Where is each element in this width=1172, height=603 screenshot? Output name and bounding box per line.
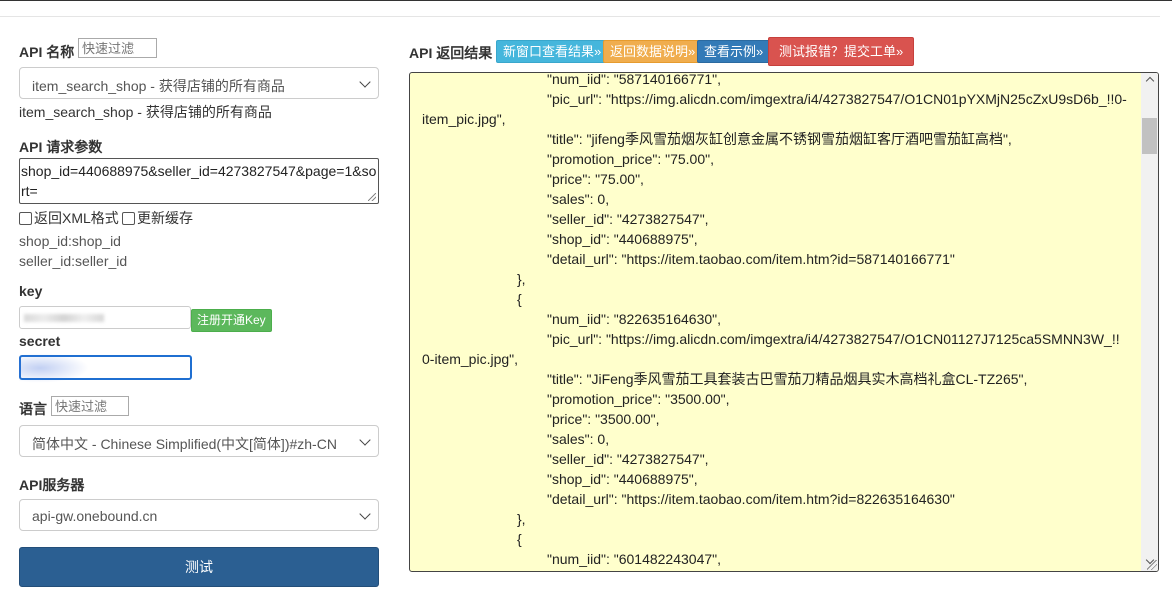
server-selected: api-gw.onebound.cn (32, 508, 158, 524)
chevron-down-icon (359, 434, 371, 446)
key-label: key (19, 283, 43, 299)
result-content: "num_iid": "587140166771", "pic_url": "ht… (422, 72, 1137, 569)
result-line: "sales": 0, (547, 431, 610, 447)
request-params-textarea[interactable]: shop_id=440688975&seller_id=4273827547&p… (19, 158, 379, 204)
scrollbar-thumb[interactable] (1142, 118, 1157, 154)
result-line: { (517, 531, 522, 547)
result-line: "num_iid": "822635164630", (547, 311, 722, 327)
param-hint-shop-id: shop_id:shop_id (19, 233, 121, 249)
chevron-down-icon (359, 76, 371, 88)
api-name-select[interactable]: item_search_shop - 获得店铺的所有商品 (19, 67, 379, 99)
result-line: "promotion_price": "3500.00", (547, 391, 730, 407)
refresh-cache-checkbox[interactable]: 更新缓存 (122, 208, 193, 228)
result-title: API 返回结果 (409, 45, 493, 61)
result-line: "detail_url": "https://item.taobao.com/i… (547, 251, 955, 267)
api-name-filter-input[interactable] (78, 38, 157, 58)
server-label: API服务器 (19, 477, 85, 493)
redacted-secret (19, 353, 89, 383)
result-line: "seller_id": "4273827547", (547, 211, 709, 227)
xml-format-checkbox[interactable]: 返回XML格式 (19, 208, 119, 228)
header-divider (0, 16, 1160, 17)
chevron-down-icon (359, 508, 371, 520)
resize-grip-icon[interactable] (368, 193, 376, 201)
top-border (0, 0, 1172, 1)
result-line: "price": "75.00", (547, 171, 644, 187)
refresh-cache-label: 更新缓存 (137, 210, 193, 226)
result-line: "shop_id": "440688975", (547, 231, 698, 247)
xml-format-label: 返回XML格式 (34, 210, 119, 226)
result-line: "promotion_price": "75.00", (547, 151, 714, 167)
checkbox-icon[interactable] (19, 211, 32, 225)
result-line: "title": "jifeng季风雪茄烟灰缸创意金属不锈钢雪茄烟缸客厅酒吧雪茄… (547, 131, 1012, 147)
scroll-up-icon[interactable] (1145, 76, 1155, 86)
test-button[interactable]: 测试 (19, 547, 379, 587)
result-scrollbar[interactable] (1141, 73, 1158, 571)
report-error-button[interactable]: 测试报错？提交工单» (768, 37, 915, 66)
language-filter-input[interactable] (51, 396, 129, 416)
checkbox-icon[interactable] (122, 211, 135, 225)
response-docs-button[interactable]: 返回数据说明» (603, 40, 703, 63)
language-selected: 简体中文 - Chinese Simplified(中文[简体])#zh-CN (32, 436, 337, 452)
result-line: "price": "3500.00", (547, 411, 660, 427)
param-hint-seller-id: seller_id:seller_id (19, 253, 128, 269)
result-line: "pic_url": "https://img.alicdn.com/imgex… (547, 331, 1120, 347)
result-line: item_pic.jpg", (422, 111, 506, 127)
key-input[interactable] (19, 306, 191, 329)
redacted-key (24, 314, 104, 322)
api-name-selected: item_search_shop - 获得店铺的所有商品 (32, 78, 285, 94)
language-select[interactable]: 简体中文 - Chinese Simplified(中文[简体])#zh-CN (19, 425, 379, 457)
result-line: "num_iid": "601482243047", (547, 551, 722, 567)
view-example-button[interactable]: 查看示例» (697, 40, 771, 63)
result-line: "num_iid": "587140166771", (547, 72, 722, 87)
server-select[interactable]: api-gw.onebound.cn (19, 499, 379, 531)
register-key-button[interactable]: 注册开通Key (191, 309, 272, 332)
result-line: "detail_url": "https://item.taobao.com/i… (547, 491, 955, 507)
result-line: "seller_id": "4273827547", (547, 451, 709, 467)
secret-label: secret (19, 333, 61, 349)
result-textarea[interactable]: "num_iid": "587140166771", "pic_url": "ht… (409, 72, 1159, 572)
result-line: "title": "JiFeng季风雪茄工具套装古巴雪茄刀精品烟具实木高档礼盒C… (547, 371, 1028, 387)
result-line: "shop_id": "440688975", (547, 471, 698, 487)
api-description: item_search_shop - 获得店铺的所有商品 (19, 104, 272, 120)
result-line: "pic_url": "https://img.alicdn.com/imgex… (547, 91, 1127, 107)
request-params-value: shop_id=440688975&seller_id=4273827547&p… (21, 163, 377, 199)
resize-grip-icon[interactable] (1147, 560, 1157, 570)
request-params-label: API 请求参数 (19, 139, 103, 155)
api-name-label: API 名称 (19, 44, 75, 60)
result-line: }, (517, 271, 526, 287)
result-line: "sales": 0, (547, 191, 610, 207)
secret-input[interactable] (19, 353, 192, 383)
result-line: 0-item_pic.jpg", (422, 351, 519, 367)
result-line: { (517, 291, 522, 307)
language-label: 语言 (19, 401, 47, 417)
result-line: }, (517, 511, 526, 527)
open-new-window-button[interactable]: 新窗口查看结果» (496, 40, 609, 63)
